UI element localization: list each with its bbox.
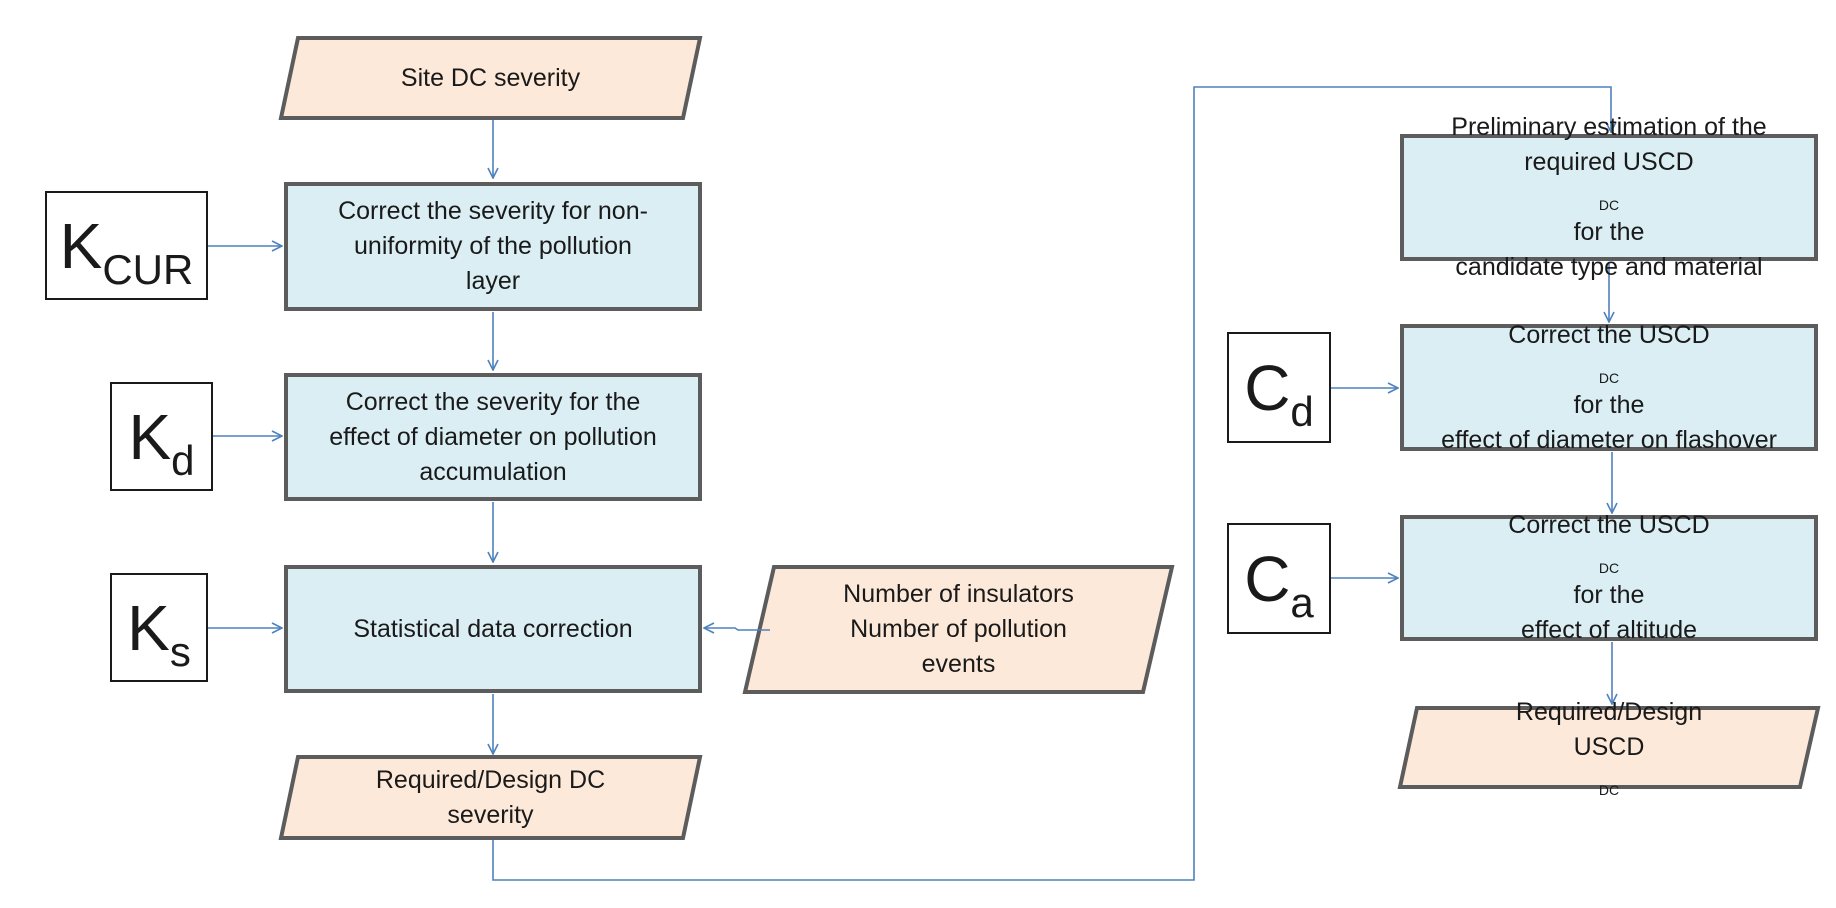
k-cur-sub: CUR [102,245,194,293]
statistical-inputs-io: Number of insulators Number of pollution… [745,567,1172,692]
preliminary-estimation-box: Preliminary estimation of the required U… [1400,113,1818,281]
connector-design-to-preliminary [492,86,1611,881]
statistical-inputs-shape [742,565,1175,694]
statistical-correction-text: Statistical data correction [353,614,633,643]
k-s-factor: Ks [110,573,208,682]
preliminary-line-1: Preliminary estimation of the [1451,113,1767,141]
design-severity-shape [278,755,703,840]
preliminary-line-2: required USCD DC for the [1451,145,1766,250]
k-d-sub: d [171,436,195,484]
diameter-accumulation-line-2: effect of diameter on pollution [329,422,657,451]
altitude-line-1-sub: DC [1598,560,1620,576]
correct-diameter-accumulation-box: Correct the severity for the effect of d… [284,373,702,501]
c-d-base: C [1244,351,1291,424]
c-a-factor: Ca [1227,523,1331,634]
design-uscd-line-1: Required/Design [1515,698,1703,726]
statistical-correction-box: Statistical data correction [284,565,702,693]
flashover-line-2: effect of diameter on flashover [1441,425,1777,454]
connector-inputs-to-statistical [704,628,770,630]
c-d-factor: Cd [1227,332,1331,443]
c-d-sub: d [1290,387,1314,435]
design-severity-line-1: Required/Design DC [375,765,606,794]
non-uniformity-line-3: layer [465,267,521,295]
inputs-line-3: events [921,650,996,678]
k-cur-base: K [59,209,103,282]
non-uniformity-line-1: Correct the severity for non- [338,197,648,225]
site-severity-text: Site DC severity [400,63,581,92]
inputs-line-2: Number of pollution [850,615,1067,643]
altitude-line-1: Correct the USCD DC for the [1508,508,1709,613]
k-cur-factor: KCUR [45,191,208,300]
flashover-line-1-pre: Correct the USCD [1508,320,1710,349]
site-severity-io: Site DC severity [281,38,700,118]
design-severity-line-2: severity [447,800,534,829]
site-severity-shape [278,36,703,120]
c-a-base: C [1244,542,1291,615]
altitude-line-2: effect of altitude [1520,616,1698,644]
design-uscd-line-2: USCD DC [1516,730,1702,800]
k-s-base: K [127,591,170,664]
k-d-base: K [128,400,172,473]
correct-non-uniformity-box: Correct the severity for non- uniformity… [284,182,702,311]
design-uscd-line-2-pre: USCD [1573,733,1645,761]
k-s-sub: s [169,627,191,675]
correct-diameter-flashover-box: Correct the USCD DC for the effect of dia… [1400,321,1818,454]
preliminary-line-2-pre: required USCD [1524,148,1694,176]
k-d-factor: Kd [110,382,213,491]
design-uscd-io: Required/Design USCD DC [1400,698,1818,797]
c-a-sub: a [1290,578,1314,626]
non-uniformity-line-2: uniformity of the pollution [354,232,632,260]
diameter-accumulation-line-3: accumulation [419,457,567,486]
preliminary-line-2-sub: DC [1598,197,1620,213]
flashover-line-1: Correct the USCD DC for the [1441,318,1777,423]
design-severity-io: Required/Design DC severity [281,757,700,838]
inputs-line-1: Number of insulators [843,580,1074,608]
altitude-line-1-pre: Correct the USCD [1508,511,1710,539]
preliminary-line-2-post: for the [1573,218,1645,246]
altitude-line-1-post: for the [1573,581,1645,609]
design-uscd-line-2-sub: DC [1598,782,1620,798]
flashover-line-1-post: for the [1573,390,1645,419]
correct-altitude-box: Correct the USCD DC for the effect of alt… [1400,511,1818,644]
preliminary-line-3: candidate type and material [1455,253,1763,281]
diameter-accumulation-line-1: Correct the severity for the [345,387,641,416]
design-uscd-shape [1397,706,1821,789]
flashover-line-1-sub: DC [1598,369,1620,386]
